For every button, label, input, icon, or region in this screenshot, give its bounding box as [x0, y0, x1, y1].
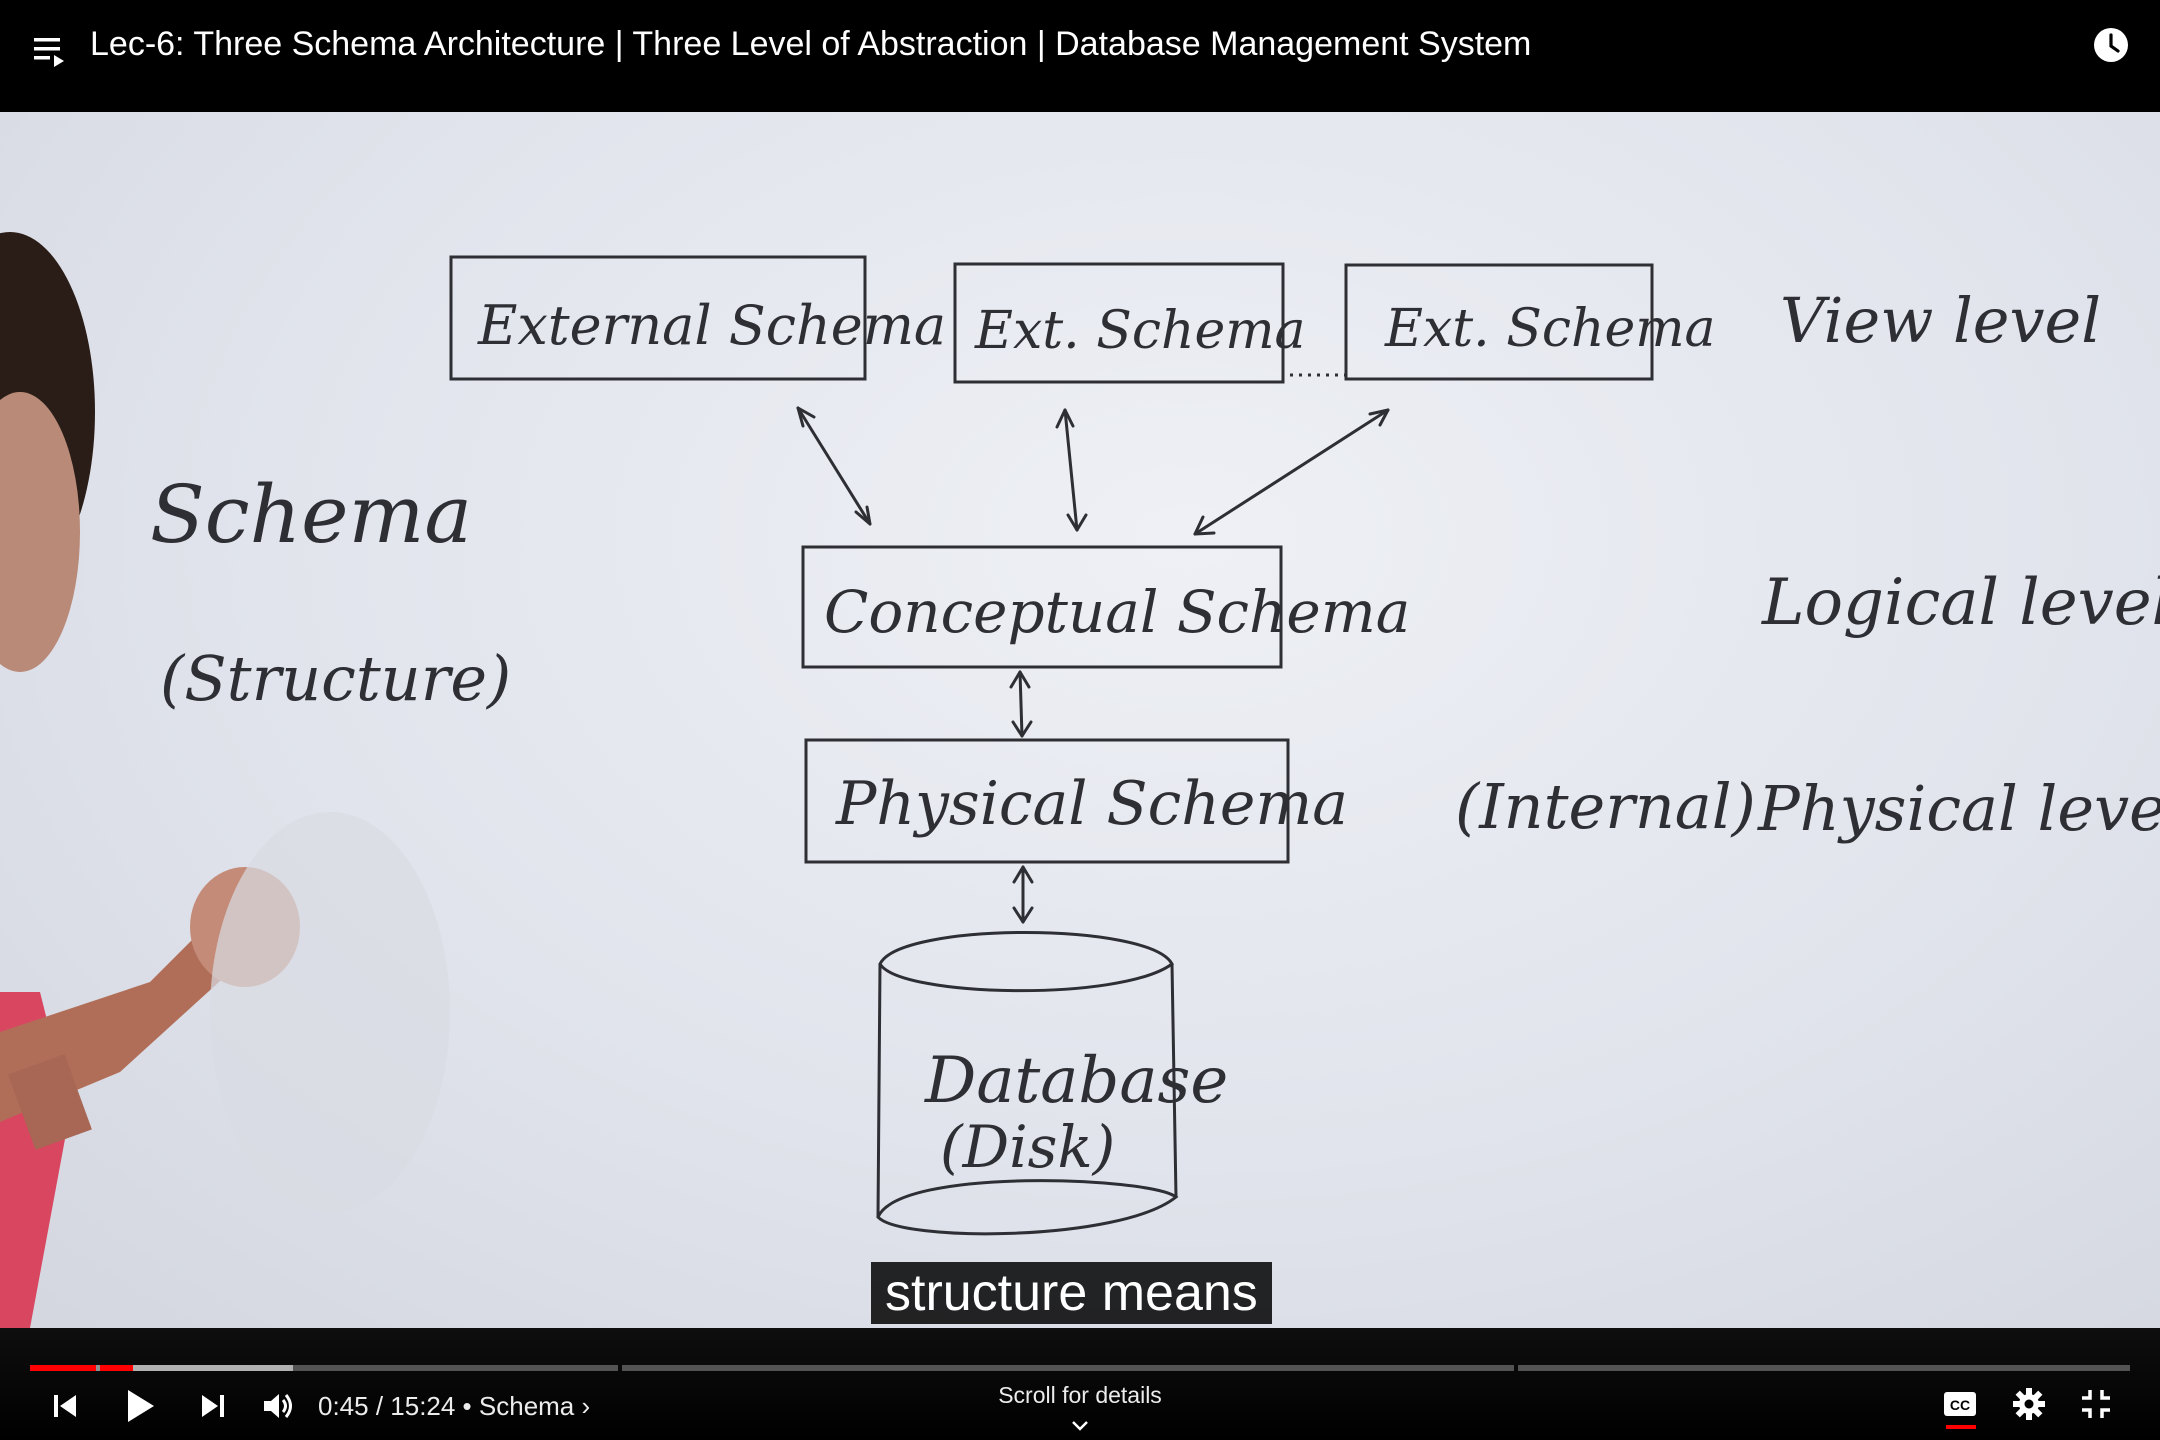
- exit-fullscreen-button[interactable]: [2080, 1388, 2112, 1420]
- volume-icon: [264, 1394, 292, 1418]
- play-icon: [128, 1390, 154, 1422]
- external-schema-label: External Schema: [477, 294, 946, 357]
- next-icon: [202, 1395, 224, 1417]
- top-bar: Lec-6: Three Schema Architecture | Three…: [0, 0, 2160, 112]
- ext-schema-box-2: Ext. Schema: [953, 262, 1306, 384]
- conceptual-schema-label: Conceptual Schema: [824, 578, 1410, 646]
- exit-fullscreen-icon: [2082, 1390, 2110, 1418]
- scroll-hint-label: Scroll for details: [998, 1382, 1162, 1408]
- played-bar: [30, 1365, 96, 1371]
- play-button[interactable]: [122, 1386, 158, 1426]
- previous-button[interactable]: [50, 1390, 82, 1422]
- physical-level-label: Physical level: [1757, 772, 2160, 845]
- progress-bar[interactable]: [30, 1365, 2130, 1371]
- ext-schema-label-2: Ext. Schema: [974, 301, 1306, 361]
- presenter: [0, 232, 450, 1328]
- conceptual-physical-arrow: [1009, 670, 1033, 738]
- subtitles-icon: CC: [1944, 1392, 1976, 1416]
- next-button[interactable]: [196, 1390, 228, 1422]
- logical-level-label: Logical level: [1761, 566, 2160, 640]
- view-level-label: View level: [1780, 284, 2101, 357]
- video-title[interactable]: Lec-6: Three Schema Architecture | Three…: [90, 25, 1532, 63]
- disk-label: (Disk): [940, 1113, 1115, 1181]
- subtitles-active-indicator: [1946, 1425, 1976, 1429]
- chapter-segment[interactable]: [622, 1365, 1514, 1371]
- time-display[interactable]: 0:45 / 15:24 • Schema ›: [318, 1391, 591, 1421]
- physical-schema-box: Physical Schema: [804, 738, 1348, 864]
- schema-note-title: Schema: [150, 468, 472, 561]
- chapter-segment[interactable]: [100, 1365, 618, 1371]
- playlist-icon[interactable]: [32, 30, 72, 70]
- chevron-down-icon: [1072, 1421, 1088, 1431]
- physical-schema-label: Physical Schema: [835, 769, 1348, 839]
- whiteboard: Schema (Structure) External Schema Ext. …: [0, 232, 2160, 1328]
- volume-button[interactable]: [260, 1388, 296, 1424]
- scroll-for-details[interactable]: Scroll for details: [950, 1380, 1210, 1440]
- chapter-segment[interactable]: [1518, 1365, 2130, 1371]
- schema-note-subtitle: (Structure): [160, 642, 511, 715]
- svg-text:CC: CC: [1950, 1397, 1970, 1413]
- database-cylinder: Database (Disk): [876, 931, 1228, 1236]
- video-frame[interactable]: Schema (Structure) External Schema Ext. …: [0, 112, 2160, 1328]
- ext-schema-label-3: Ext. Schema: [1384, 299, 1716, 359]
- database-label: Database: [924, 1044, 1228, 1118]
- caption-text: structure means: [871, 1262, 1272, 1324]
- ext-schema-box-3: Ext. Schema: [1344, 263, 1716, 381]
- settings-button[interactable]: [2011, 1386, 2047, 1422]
- player-controls: [0, 1328, 2160, 1440]
- previous-icon: [54, 1395, 76, 1417]
- external-schema-box: External Schema: [449, 255, 946, 381]
- mapping-arrows: [796, 406, 1390, 536]
- watch-later-icon[interactable]: [2092, 26, 2130, 64]
- settings-icon: [2013, 1388, 2045, 1420]
- conceptual-schema-box: Conceptual Schema: [801, 545, 1410, 669]
- internal-label: (Internal): [1455, 770, 1756, 843]
- physical-database-arrow: [1012, 865, 1034, 924]
- buffered-bar: [30, 1365, 293, 1371]
- subtitles-button[interactable]: CC: [1942, 1389, 1978, 1419]
- played-bar: [100, 1365, 133, 1371]
